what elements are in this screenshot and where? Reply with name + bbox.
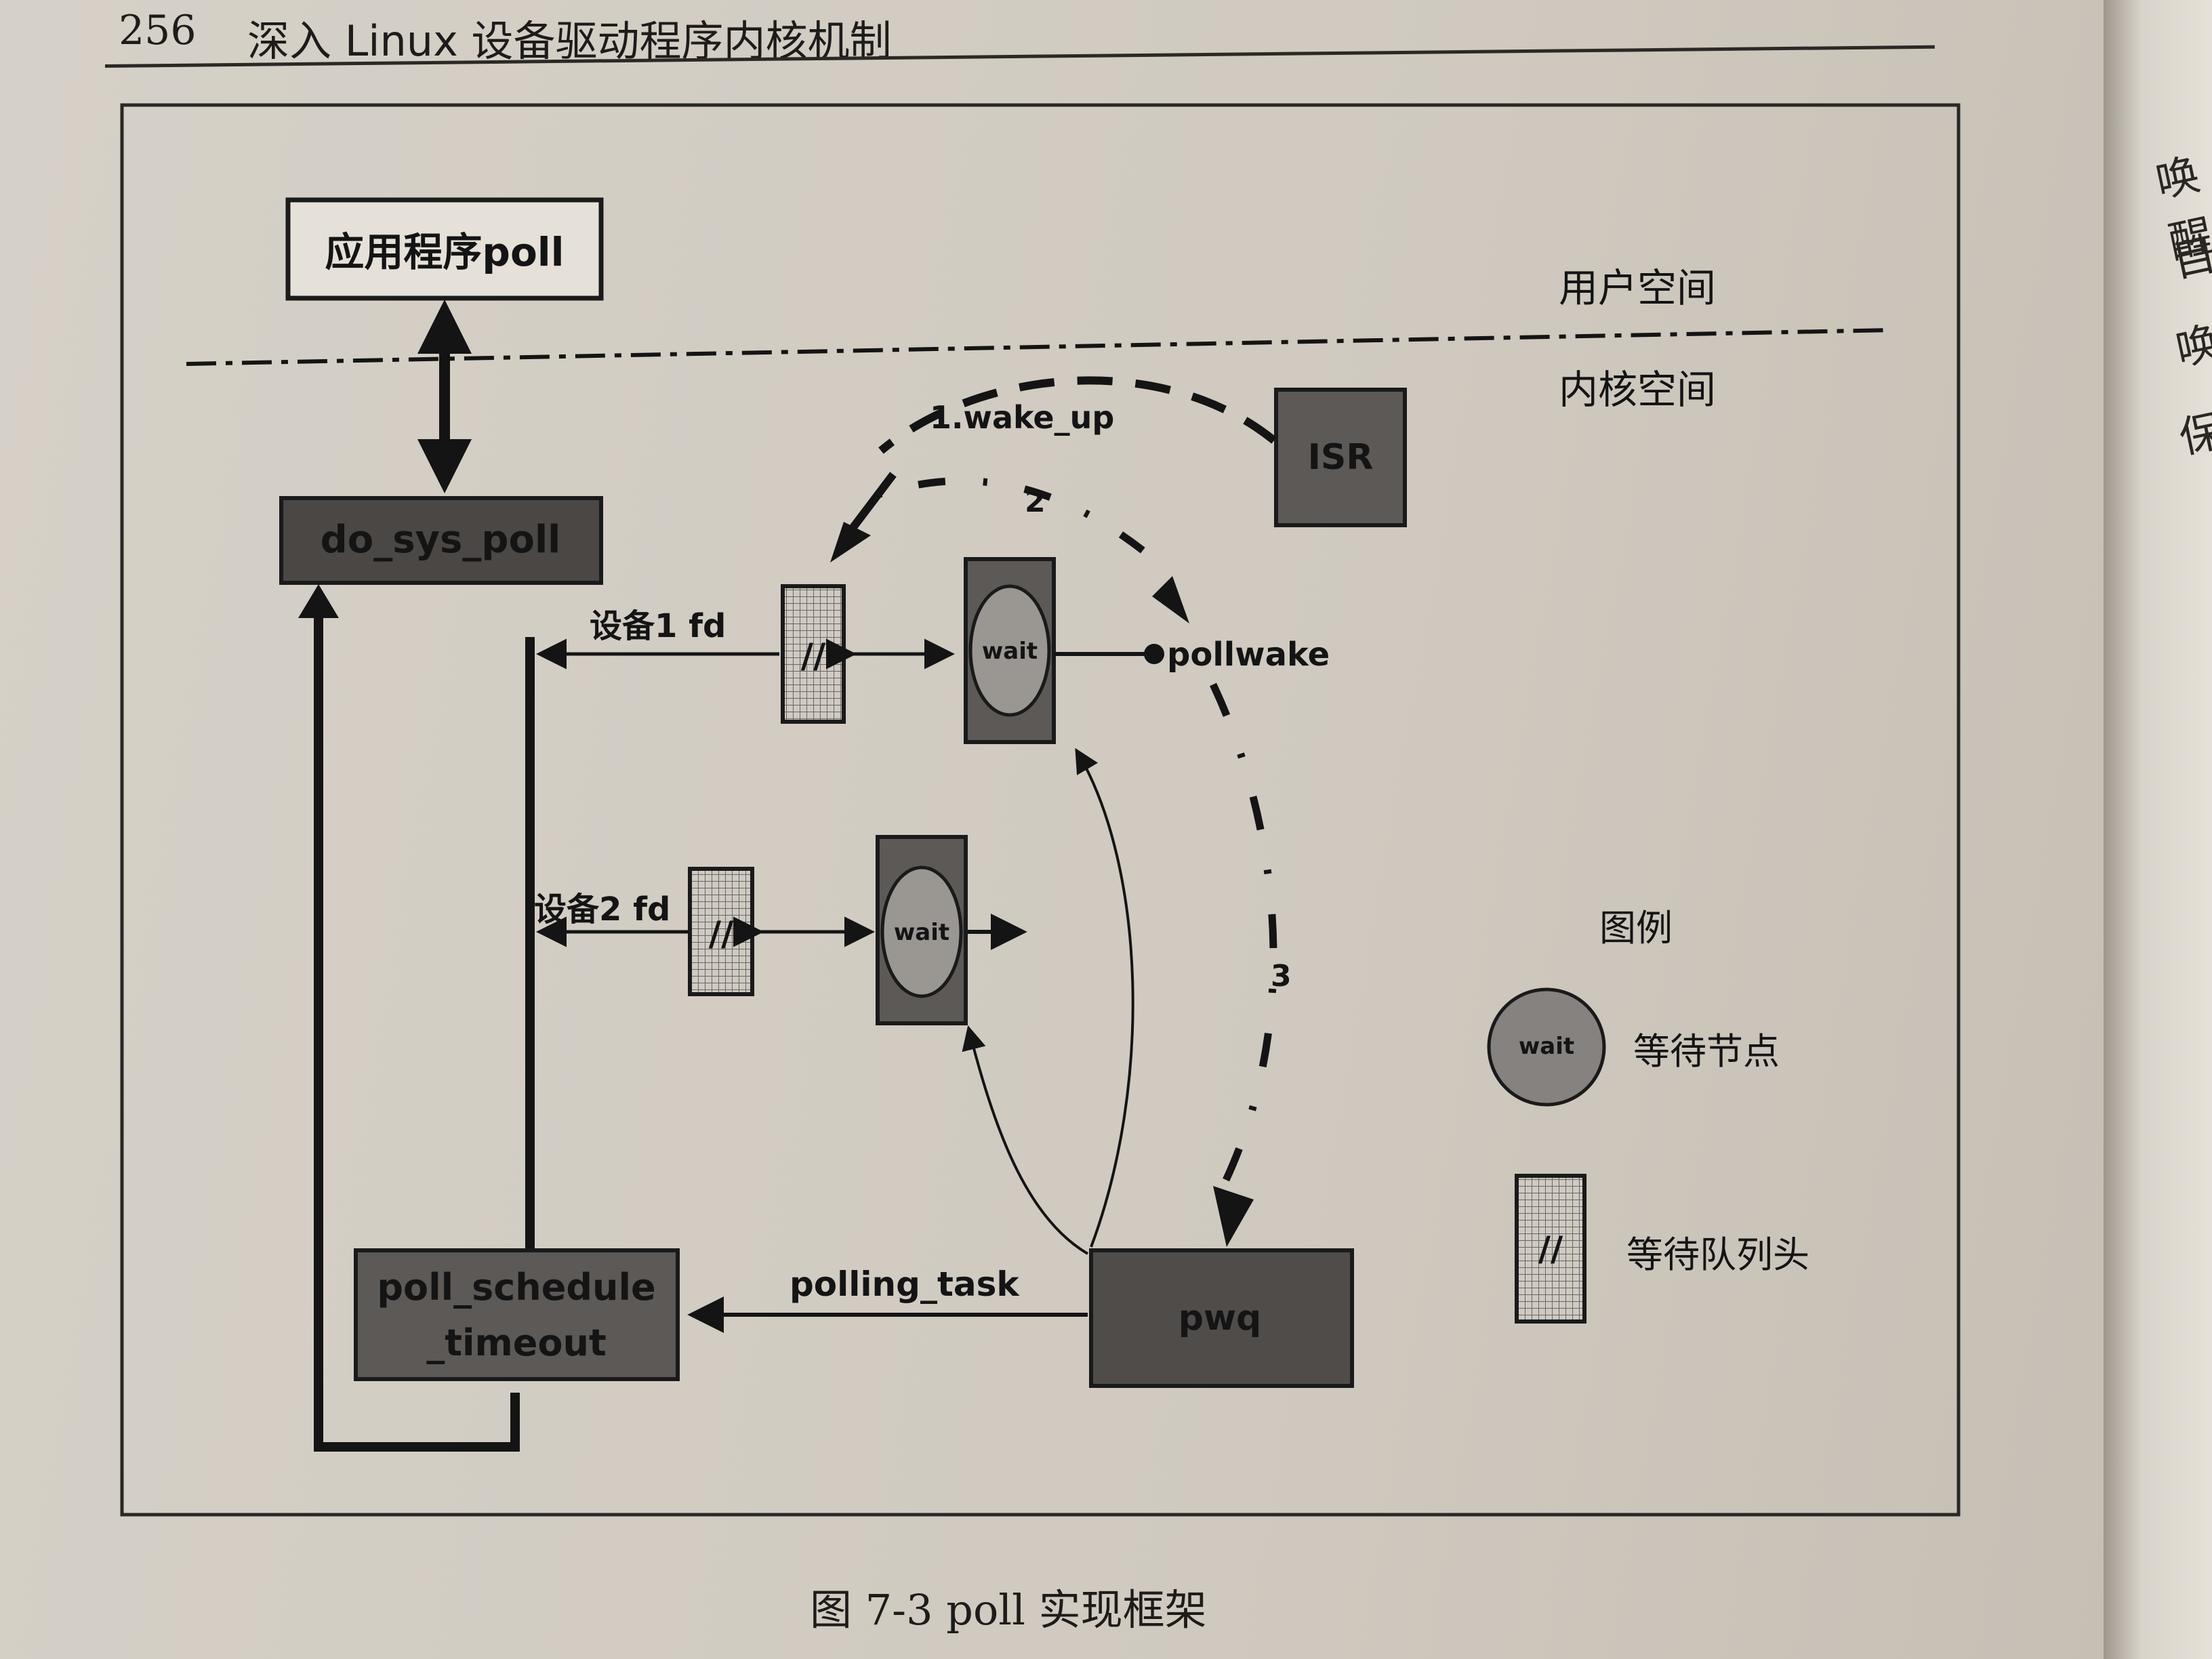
- do-sys-poll-box: do_sys_poll: [279, 496, 603, 585]
- isr-box: ISR: [1274, 388, 1407, 527]
- poll-schedule-timeout-box: poll_schedule _timeout: [354, 1248, 680, 1381]
- step2-label: 2: [1025, 485, 1046, 519]
- wake-up-tail: [844, 472, 897, 538]
- step2-arrowhead: [1152, 576, 1189, 623]
- step2-arc: [876, 477, 1168, 573]
- wake-up-arrowhead: [830, 522, 871, 562]
- device1-wait-label: wait: [982, 638, 1038, 665]
- next-page-edge: [2104, 0, 2212, 1659]
- legend-wait-node-label: 等待节点: [1633, 1030, 1780, 1073]
- kernel-space-label: 内核空间: [1559, 367, 1716, 413]
- app-poll-box: 应用程序poll: [285, 197, 604, 301]
- pwq-to-wait1-curve: [1075, 747, 1134, 1248]
- pollwake-label: pollwake: [1167, 636, 1330, 674]
- step3-arrowhead: [1213, 1186, 1254, 1247]
- legend-wait-node: wait: [1487, 987, 1606, 1107]
- page-number: 256: [119, 7, 197, 54]
- polling-task-label: polling_task: [790, 1265, 1020, 1304]
- wake-up-label: 1.wake_up: [930, 399, 1114, 436]
- legend-queue-head-label: 等待队列头: [1626, 1233, 1809, 1276]
- device2-wait-node: wait: [876, 835, 968, 1025]
- device1-queue-symbol: //: [801, 636, 826, 676]
- user-space-label: 用户空间: [1559, 265, 1716, 311]
- isr-label: ISR: [1308, 437, 1374, 478]
- legend-title: 图例: [1599, 907, 1673, 949]
- device2-fd-label: 设备2 fd: [534, 890, 670, 928]
- legend-queue-symbol: //: [1538, 1229, 1563, 1269]
- return-loop-line: [314, 595, 520, 1452]
- device1-fd-label: 设备1 fd: [590, 607, 726, 645]
- return-loop-arrowhead: [298, 584, 339, 618]
- poll-schedule-line2: _timeout: [426, 1322, 607, 1364]
- legend-queue-head: //: [1515, 1174, 1586, 1324]
- device2-queue-head: //: [688, 867, 754, 996]
- step3-label: 3: [1271, 959, 1292, 994]
- step3-arc: [1210, 682, 1277, 1195]
- poll-schedule-line1: poll_schedule: [377, 1266, 655, 1309]
- figure-caption: 图 7-3 poll 实现框架: [810, 1585, 1207, 1635]
- device2-queue-symbol: //: [709, 914, 734, 954]
- legend-wait-symbol: wait: [1519, 1033, 1574, 1060]
- pwq-label: pwq: [1179, 1298, 1261, 1338]
- pwq-to-wait2-curve: [962, 1025, 1089, 1255]
- app-poll-label: 应用程序poll: [325, 229, 564, 275]
- wake-up-arc: [878, 376, 1277, 454]
- pollwake-dot: [1144, 644, 1164, 664]
- do-sys-poll-label: do_sys_poll: [321, 518, 561, 562]
- device1-wait-node: wait: [964, 557, 1056, 744]
- device2-wait-label: wait: [894, 919, 949, 946]
- pwq-box: pwq: [1089, 1248, 1354, 1388]
- device1-queue-head: //: [781, 584, 846, 724]
- figure-frame: [120, 103, 1961, 1517]
